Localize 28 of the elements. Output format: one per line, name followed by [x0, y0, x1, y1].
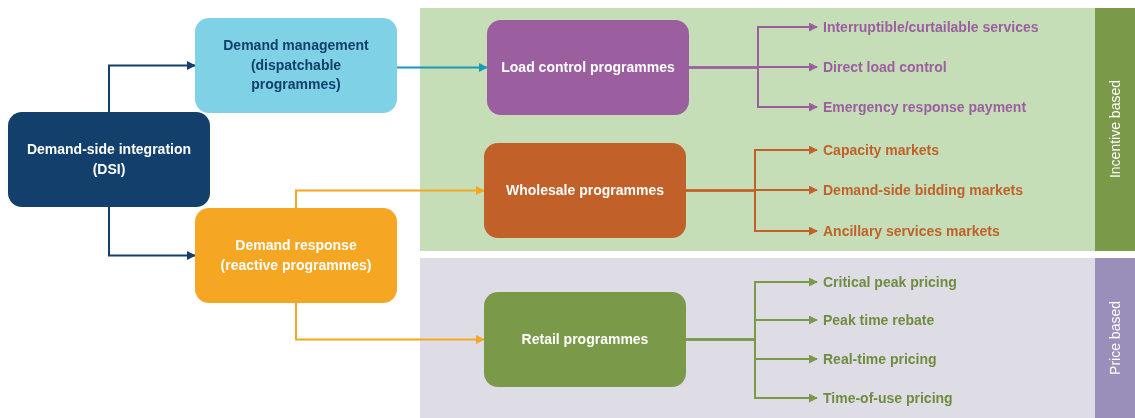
process-box: Demand management (dispatchable programmes)	[195, 18, 397, 113]
band-label: Price based	[1105, 301, 1124, 375]
outcome-label: Demand-side bidding markets	[823, 180, 1023, 200]
category-band	[420, 8, 1135, 251]
outcome-label: Capacity markets	[823, 140, 939, 160]
process-box: Load control programmes	[487, 20, 689, 115]
category-band	[420, 258, 1135, 418]
process-box: Demand response (reactive programmes)	[195, 208, 397, 303]
band-label: Incentive based	[1105, 80, 1124, 179]
outcome-label: Ancillary services markets	[823, 221, 1000, 241]
process-box: Wholesale programmes	[484, 143, 686, 238]
outcome-label: Interruptible/curtailable services	[823, 17, 1039, 37]
outcome-label: Emergency response payment	[823, 97, 1027, 117]
process-box: Demand-side integration (DSI)	[8, 112, 210, 207]
arrow	[685, 189, 818, 236]
outcome-label: Time-of-use pricing	[823, 388, 953, 408]
arrow	[295, 302, 485, 344]
outcome-label: Critical peak pricing	[823, 272, 957, 292]
outcome-label: Peak time rebate	[823, 310, 935, 330]
arrow	[688, 66, 818, 112]
arrow	[685, 338, 818, 403]
arrow	[396, 63, 488, 72]
arrow	[295, 186, 485, 209]
arrow	[108, 206, 196, 260]
arrow	[108, 61, 196, 113]
outcome-label: Direct load control	[823, 57, 947, 77]
outcome-label: Real-time pricing	[823, 349, 937, 369]
process-box: Retail programmes	[484, 292, 686, 387]
